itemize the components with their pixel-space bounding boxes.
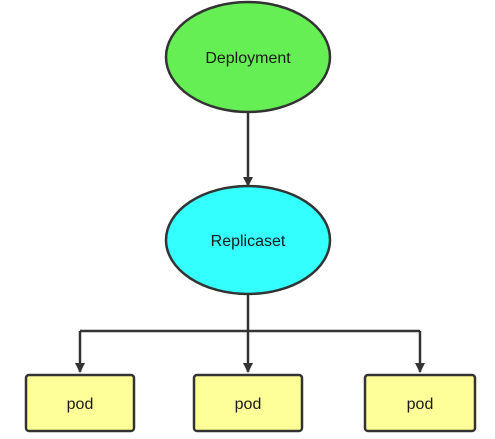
- pod-box: [192, 373, 304, 433]
- pod-box: [363, 373, 477, 433]
- pod-box: [24, 373, 136, 433]
- pod-node-1: pod: [24, 373, 136, 433]
- pod-label: pod: [407, 396, 434, 413]
- replicaset-node: Replicaset: [164, 184, 332, 296]
- deployment-node: Deployment: [164, 0, 332, 114]
- replicaset-label: Replicaset: [211, 233, 286, 250]
- deployment-label: Deployment: [205, 50, 291, 67]
- pod-label: pod: [67, 396, 94, 413]
- pod-label: pod: [235, 396, 262, 413]
- pod-node-2: pod: [192, 373, 304, 433]
- pod-node-3: pod: [363, 373, 477, 433]
